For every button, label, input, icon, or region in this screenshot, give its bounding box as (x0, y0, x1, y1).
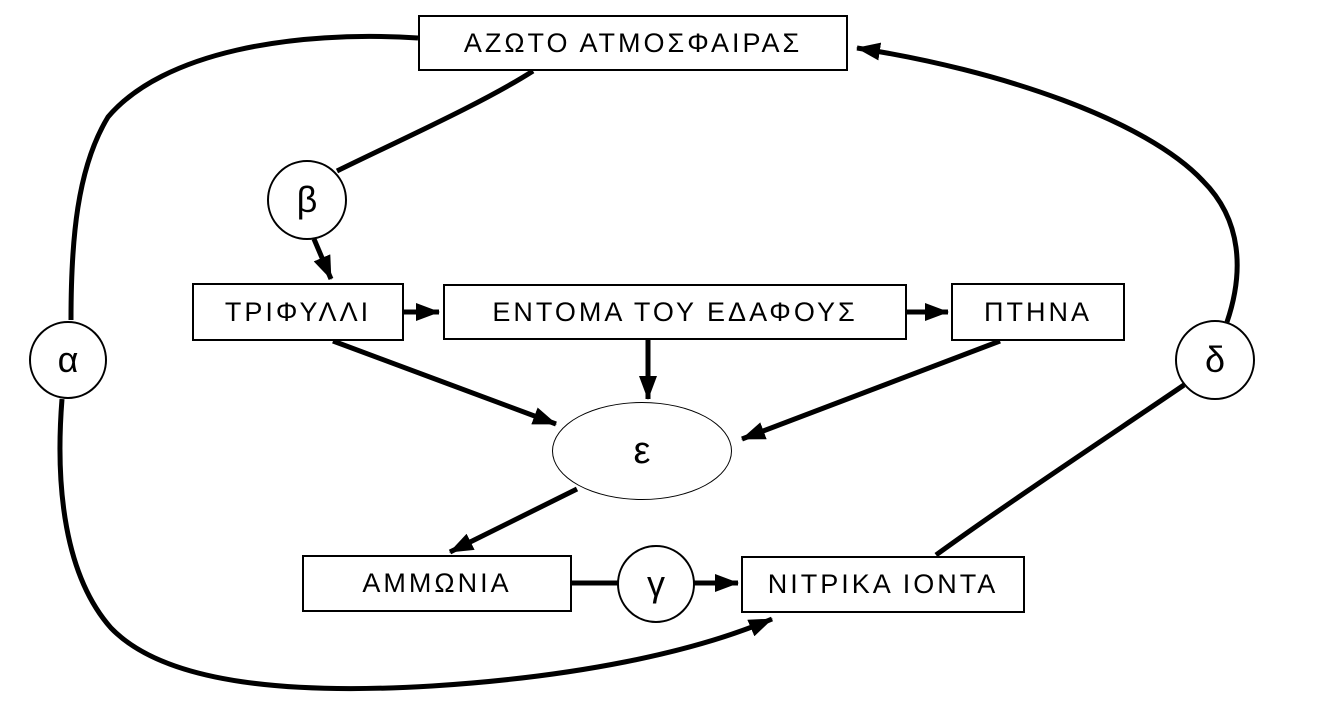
node-process-gamma: γ (617, 545, 695, 623)
edge-beta-to-clover (311, 238, 334, 280)
edge-atmospheric-nitrogen-to-beta (335, 68, 535, 174)
node-process-beta-label: β (296, 179, 318, 220)
node-process-epsilon: ε (552, 402, 732, 500)
node-clover-label: ΤΡΙΦΥΛΛΙ (224, 296, 372, 327)
node-birds-label: ΠΤΗΝΑ (984, 296, 1092, 327)
node-atmospheric-nitrogen-label: ΑΖΩΤΟ ΑΤΜΟΣΦΑΙΡΑΣ (463, 27, 803, 58)
node-soil-insects: ΕΝΤΟΜΑ ΤΟΥ ΕΔΑΦΟΥΣ (443, 284, 907, 340)
edge-delta-to-atmospheric-nitrogen (856, 42, 1240, 323)
edge-epsilon-to-ammonia (448, 486, 579, 555)
node-process-epsilon-label: ε (633, 429, 651, 472)
node-process-alpha: α (29, 321, 107, 399)
node-ammonia-label: ΑΜΜΩΝΙΑ (362, 568, 512, 598)
edge-birds-to-epsilon (741, 338, 1001, 442)
node-soil-insects-label: ΕΝΤΟΜΑ ΤΟΥ ΕΔΑΦΟΥΣ (492, 296, 858, 327)
node-process-delta: δ (1175, 320, 1255, 400)
node-clover: ΤΡΙΦΥΛΛΙ (192, 283, 404, 341)
node-process-alpha-label: α (57, 339, 79, 380)
node-process-gamma-label: γ (647, 563, 665, 604)
node-birds: ΠΤΗΝΑ (951, 283, 1125, 341)
edge-clover-to-epsilon (332, 338, 557, 427)
node-nitrate-ions-label: ΝΙΤΡΙΚΑ ΙΟΝΤΑ (767, 569, 999, 599)
node-ammonia: ΑΜΜΩΝΙΑ (302, 555, 572, 612)
edge-alpha-to-nitrate-ions (57, 398, 773, 692)
edge-atmospheric-nitrogen-to-alpha (68, 33, 419, 321)
node-nitrate-ions: ΝΙΤΡΙΚΑ ΙΟΝΤΑ (741, 556, 1025, 613)
node-process-delta-label: δ (1204, 339, 1226, 380)
node-process-beta: β (267, 160, 347, 240)
edge-nitrate-ions-to-delta (934, 382, 1186, 558)
node-atmospheric-nitrogen: ΑΖΩΤΟ ΑΤΜΟΣΦΑΙΡΑΣ (418, 15, 848, 71)
